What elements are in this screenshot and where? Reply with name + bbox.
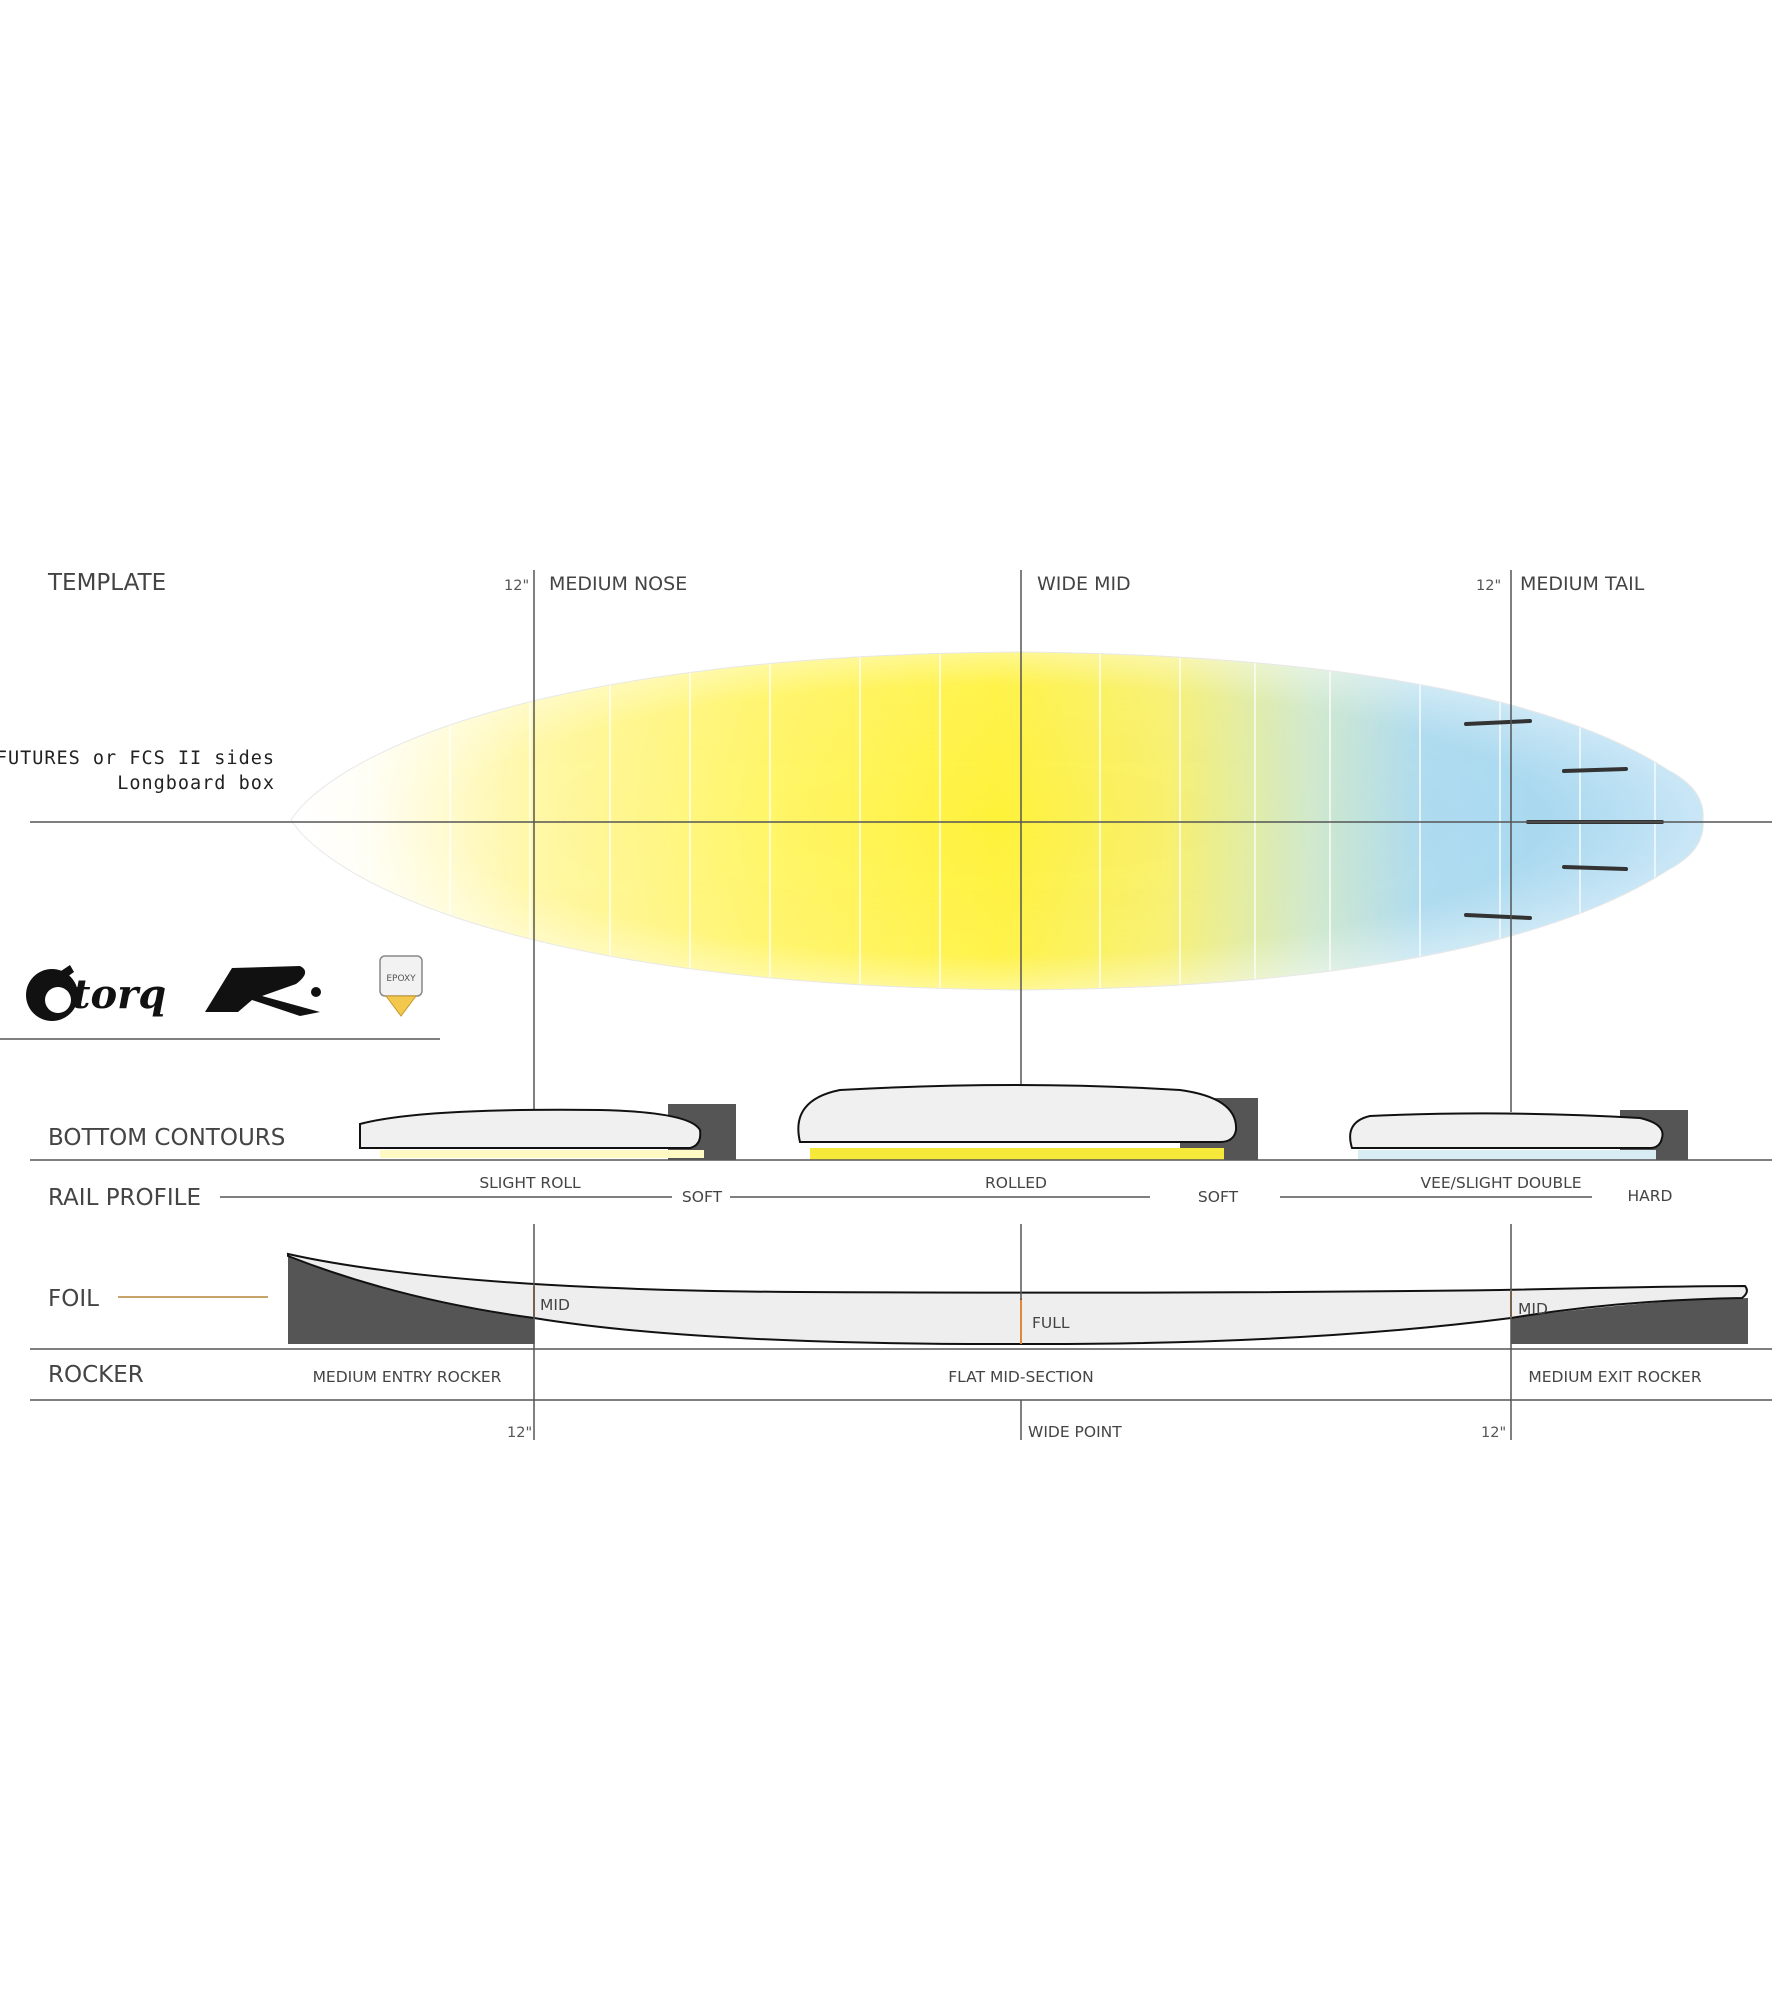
torq-logo: torq bbox=[26, 965, 166, 1021]
foil-title: FOIL bbox=[48, 1286, 99, 1312]
surfboard-template bbox=[290, 651, 1704, 991]
fin-inner-upper bbox=[1562, 767, 1628, 773]
fin-outer-upper bbox=[1464, 719, 1532, 726]
nose-12in-mark: 12" bbox=[504, 578, 529, 594]
rocker-profile bbox=[287, 1252, 1748, 1346]
rocker-entry-label: MEDIUM ENTRY ROCKER bbox=[313, 1368, 502, 1386]
template-title: TEMPLATE bbox=[47, 570, 166, 596]
fin-inner-lower bbox=[1562, 865, 1628, 871]
footer-tail-mark: 12" bbox=[1481, 1425, 1506, 1441]
rail-profile-title: RAIL PROFILE bbox=[48, 1185, 201, 1211]
medium-tail-label: MEDIUM TAIL bbox=[1520, 573, 1645, 595]
svg-text:torq: torq bbox=[72, 971, 166, 1018]
foil-mid-label: FULL bbox=[1032, 1314, 1070, 1332]
bottom-mid-label: ROLLED bbox=[985, 1174, 1047, 1192]
bottom-contour-tail bbox=[1349, 1110, 1688, 1160]
svg-text:EPOXY: EPOXY bbox=[386, 974, 416, 984]
tail-12in-mark: 12" bbox=[1476, 578, 1501, 594]
footer-nose-mark: 12" bbox=[507, 1425, 532, 1441]
bottom-tail-label: VEE/SLIGHT DOUBLE bbox=[1420, 1174, 1581, 1192]
rocker-title: ROCKER bbox=[48, 1362, 144, 1388]
rusty-logo: R bbox=[205, 966, 321, 1016]
epoxy-badge-logo: EPOXY bbox=[379, 955, 423, 1017]
medium-nose-label: MEDIUM NOSE bbox=[549, 573, 687, 595]
rocker-mid-label: FLAT MID-SECTION bbox=[948, 1368, 1093, 1386]
bottom-contours-title: BOTTOM CONTOURS bbox=[48, 1125, 285, 1151]
rocker-exit-label: MEDIUM EXIT ROCKER bbox=[1528, 1368, 1701, 1386]
foil-tail-label: MID bbox=[1518, 1300, 1548, 1318]
fin-setup-line1: FUTURES or FCS II sides bbox=[0, 748, 275, 769]
rail-nose-label: SOFT bbox=[682, 1188, 723, 1206]
wide-mid-label: WIDE MID bbox=[1037, 573, 1131, 595]
footer-wide-point: WIDE POINT bbox=[1028, 1423, 1122, 1441]
bottom-contour-mid bbox=[797, 1084, 1258, 1160]
bottom-contour-nose bbox=[359, 1104, 736, 1160]
rail-mid-label: SOFT bbox=[1198, 1188, 1239, 1206]
rail-tail-label: HARD bbox=[1628, 1187, 1673, 1205]
fin-setup-line2: Longboard box bbox=[117, 773, 275, 794]
foil-nose-label: MID bbox=[540, 1296, 570, 1314]
fin-outer-lower bbox=[1464, 913, 1532, 920]
bottom-nose-label: SLIGHT ROLL bbox=[479, 1174, 581, 1192]
